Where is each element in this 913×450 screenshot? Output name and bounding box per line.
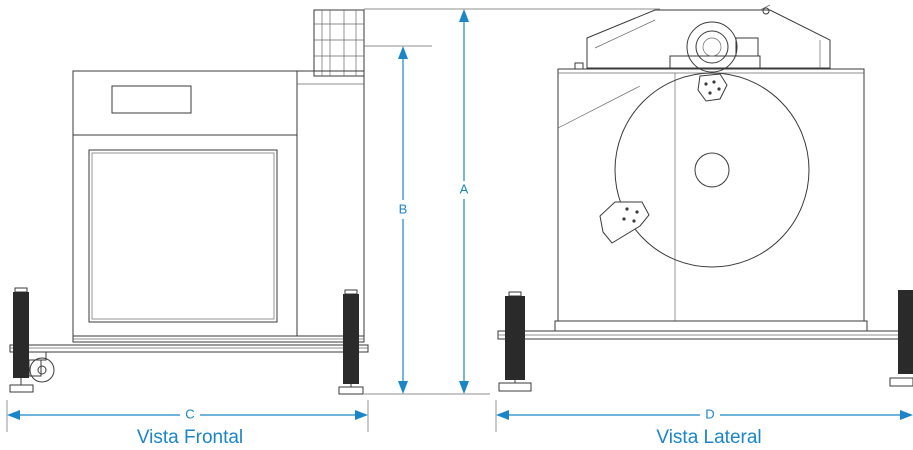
dimension-d-label: D <box>705 406 714 421</box>
side-top-housing <box>574 4 831 73</box>
dimension-b: B <box>398 46 408 394</box>
dimension-d: D <box>496 406 913 421</box>
front-view-caption: Vista Frontal <box>137 427 243 448</box>
front-display-panel <box>111 85 192 114</box>
dimension-lines: A B C D <box>6 8 913 432</box>
dimension-b-label: B <box>399 201 408 216</box>
side-left-brush-foot <box>498 291 532 392</box>
dimension-a-label: A <box>460 181 469 196</box>
front-left-brush-foot <box>9 287 34 393</box>
front-cabinet <box>72 70 365 337</box>
front-frame-rail <box>9 344 369 353</box>
front-top-unit <box>313 9 365 77</box>
pivot-plate-arm <box>599 201 650 244</box>
side-view-caption: Vista Lateral <box>656 427 761 448</box>
dimension-c: C <box>7 406 368 421</box>
side-view <box>497 4 913 392</box>
pivot-plate-top <box>697 73 728 102</box>
material-roll <box>614 72 810 268</box>
front-window <box>88 149 278 323</box>
side-base <box>554 320 868 332</box>
side-cabinet <box>557 68 865 322</box>
dimension-c-label: C <box>185 406 194 421</box>
dimension-a: A <box>459 9 469 394</box>
caster-wheel <box>25 351 55 383</box>
side-right-brush-foot <box>889 290 913 387</box>
front-view <box>9 9 369 395</box>
front-right-brush-foot <box>338 289 364 395</box>
roll-core <box>694 152 730 188</box>
